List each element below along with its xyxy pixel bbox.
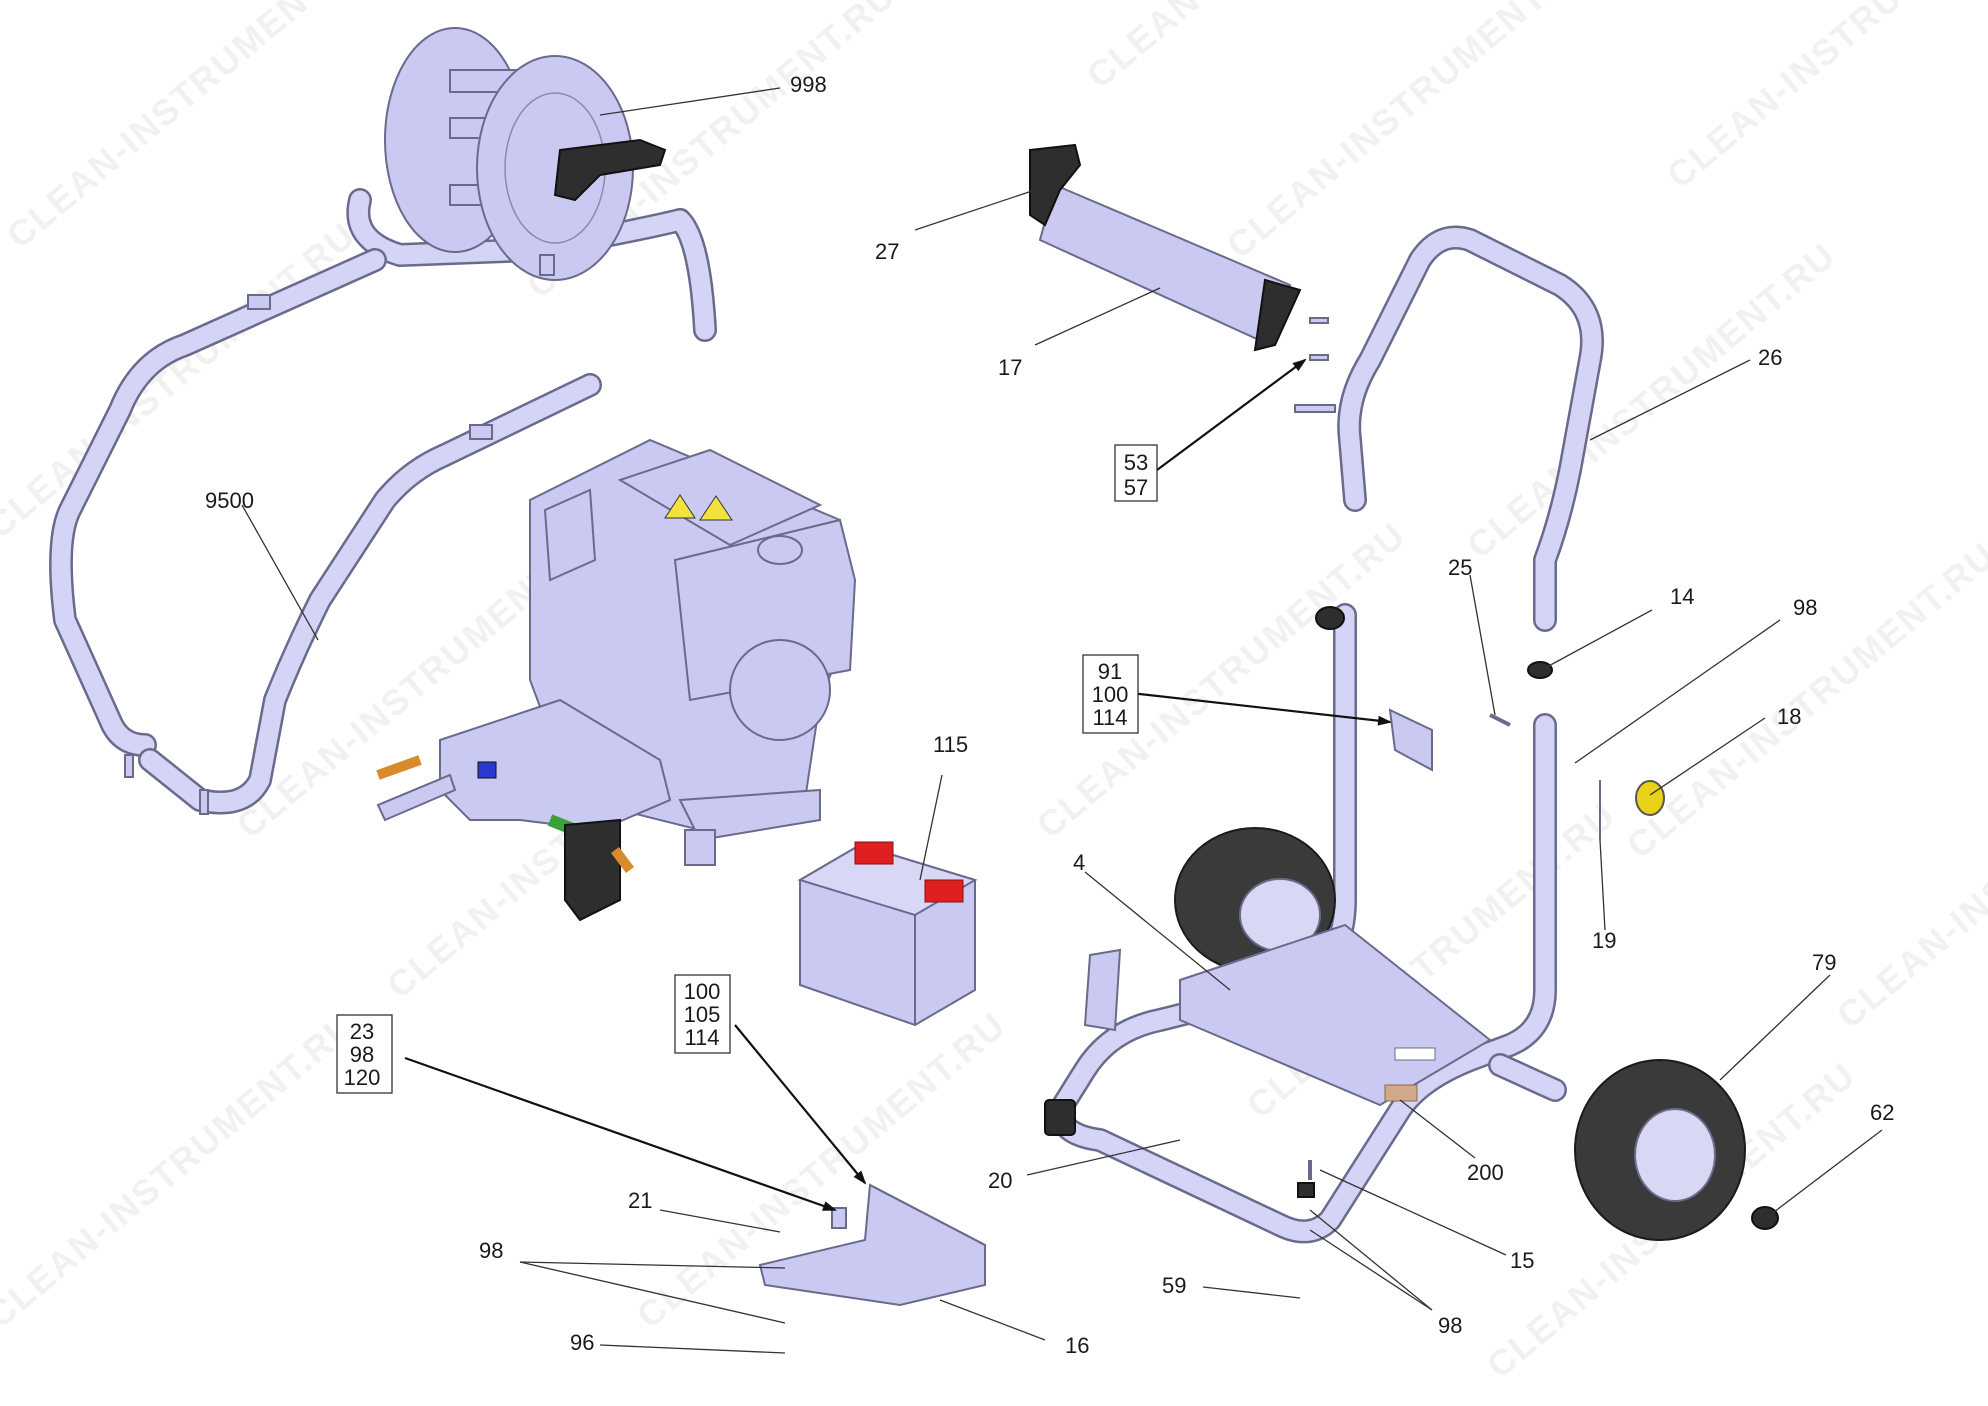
callout-15: 15 <box>1510 1248 1534 1273</box>
frame-bolt <box>124 754 134 778</box>
handle-grip <box>1029 143 1329 361</box>
callout-100: 100 <box>684 979 721 1004</box>
callout-100: 100 <box>1092 682 1129 707</box>
callout-98: 98 <box>1438 1313 1462 1338</box>
callout-26: 26 <box>1758 345 1782 370</box>
callout-998: 998 <box>790 72 827 97</box>
part-59 <box>1297 1182 1315 1198</box>
fuel-cap <box>757 535 803 565</box>
unloader-valve <box>564 818 621 922</box>
pin-25 <box>1489 713 1511 727</box>
wheel-rim <box>1634 1108 1716 1202</box>
callout-18: 18 <box>1777 704 1801 729</box>
watermark-text: CLEAN-INSTRUMENT.RU <box>0 214 364 546</box>
callout-98: 98 <box>1793 595 1817 620</box>
battery-terminal-neg <box>924 879 964 903</box>
wheel-left <box>1174 827 1336 973</box>
callout-box-100: 100 105 114 <box>674 974 731 1054</box>
callout-20: 20 <box>988 1168 1012 1193</box>
callout-115: 115 <box>933 732 968 757</box>
frame-bracket <box>247 294 271 310</box>
engine-base <box>678 788 821 842</box>
watermark-text: CLEAN-INSTRUMENT.RU <box>1659 0 1988 196</box>
lance-holder <box>1083 948 1122 1032</box>
callout-53: 53 <box>1124 450 1148 475</box>
callout-91: 91 <box>1098 659 1122 684</box>
callout-114: 114 <box>684 1025 719 1050</box>
cover-plate <box>758 1183 986 1307</box>
engine-pump-assembly <box>376 438 857 922</box>
battery <box>797 841 978 1027</box>
pump-mount-plate <box>376 773 457 822</box>
air-filter <box>543 488 597 582</box>
blue-fitting <box>477 761 497 779</box>
warning-sticker <box>699 495 733 521</box>
frame-bracket <box>469 424 493 440</box>
callout-14: 14 <box>1670 584 1694 609</box>
callout-114: 114 <box>1092 705 1127 730</box>
callout-box-91: 91 100 114 <box>1082 654 1139 734</box>
callout-16: 16 <box>1065 1333 1089 1358</box>
watermark-text: CLEAN-INSTRUMENT.RU <box>1219 0 1604 266</box>
callout-25: 25 <box>1448 555 1472 580</box>
watermark-text: CLEAN-INSTRUMENT.RU <box>0 1004 364 1336</box>
battery-terminal-pos <box>854 841 894 865</box>
frame-cap <box>1315 606 1345 630</box>
hub-cap-62 <box>1751 1206 1779 1230</box>
callout-9500: 9500 <box>205 488 254 513</box>
callout-23: 23 <box>350 1019 374 1044</box>
callout-62: 62 <box>1870 1100 1894 1125</box>
callout-79: 79 <box>1812 950 1836 975</box>
sticker-200 <box>1384 1084 1418 1102</box>
pointer-arrows <box>404 358 1392 1212</box>
frame-bolt <box>199 789 209 815</box>
watermark-text: CLEAN-INSTRUMENT.RU <box>1459 234 1844 566</box>
engine-top-cover <box>617 448 823 547</box>
callout-98: 98 <box>479 1238 503 1263</box>
bracket-plate <box>1388 708 1433 772</box>
handle-pin <box>1309 354 1329 361</box>
callout-21: 21 <box>628 1188 652 1213</box>
inlet-fitting <box>376 755 422 780</box>
callout-box-53: 53 57 <box>1114 444 1158 502</box>
callout-numbers: 998 27 17 26 9500 25 14 98 18 19 115 4 7… <box>205 72 1894 1358</box>
hose-reel <box>346 27 717 342</box>
base-plate-slot <box>1394 1047 1436 1061</box>
callout-59: 59 <box>1162 1273 1186 1298</box>
leader-lines <box>241 87 1883 1354</box>
callout-96: 96 <box>570 1330 594 1355</box>
callout-box-23: 23 98 120 <box>336 1014 393 1094</box>
callout-17: 17 <box>998 355 1022 380</box>
watermark-text: CLEAN-INSTRUMENT.RU <box>0 0 384 256</box>
callout-27: 27 <box>875 239 899 264</box>
watermark-text: CLEAN-INSTRUMENT.RU <box>1829 704 1988 1036</box>
callout-200: 200 <box>1467 1160 1504 1185</box>
wheel-right <box>1574 1059 1779 1241</box>
handle-frame-pin <box>1294 404 1336 413</box>
cover-plate-16 <box>758 1183 986 1307</box>
clip-21 <box>831 1207 847 1229</box>
reel-crank-handle <box>553 138 667 202</box>
outlet-fitting-orange <box>611 847 634 873</box>
part-14 <box>1527 661 1553 679</box>
handle-frame <box>1294 225 1604 632</box>
reel-pin <box>539 254 555 276</box>
frame-tube-9500 <box>49 248 602 815</box>
callout-120: 120 <box>344 1065 381 1090</box>
flywheel-cover <box>729 639 831 741</box>
handle-end-cap <box>1029 143 1082 227</box>
knob-18 <box>1635 780 1665 816</box>
handle-end-cap <box>1253 278 1302 352</box>
callout-19: 19 <box>1592 928 1616 953</box>
callout-57: 57 <box>1124 475 1148 500</box>
callout-4: 4 <box>1073 850 1085 875</box>
small-parts <box>1297 661 1665 1198</box>
warning-sticker <box>664 494 696 519</box>
frame-foot <box>1044 1099 1076 1136</box>
handle-pin <box>1309 317 1329 324</box>
callout-105: 105 <box>684 1002 721 1027</box>
callout-98: 98 <box>350 1042 374 1067</box>
engine-foot <box>684 829 716 866</box>
